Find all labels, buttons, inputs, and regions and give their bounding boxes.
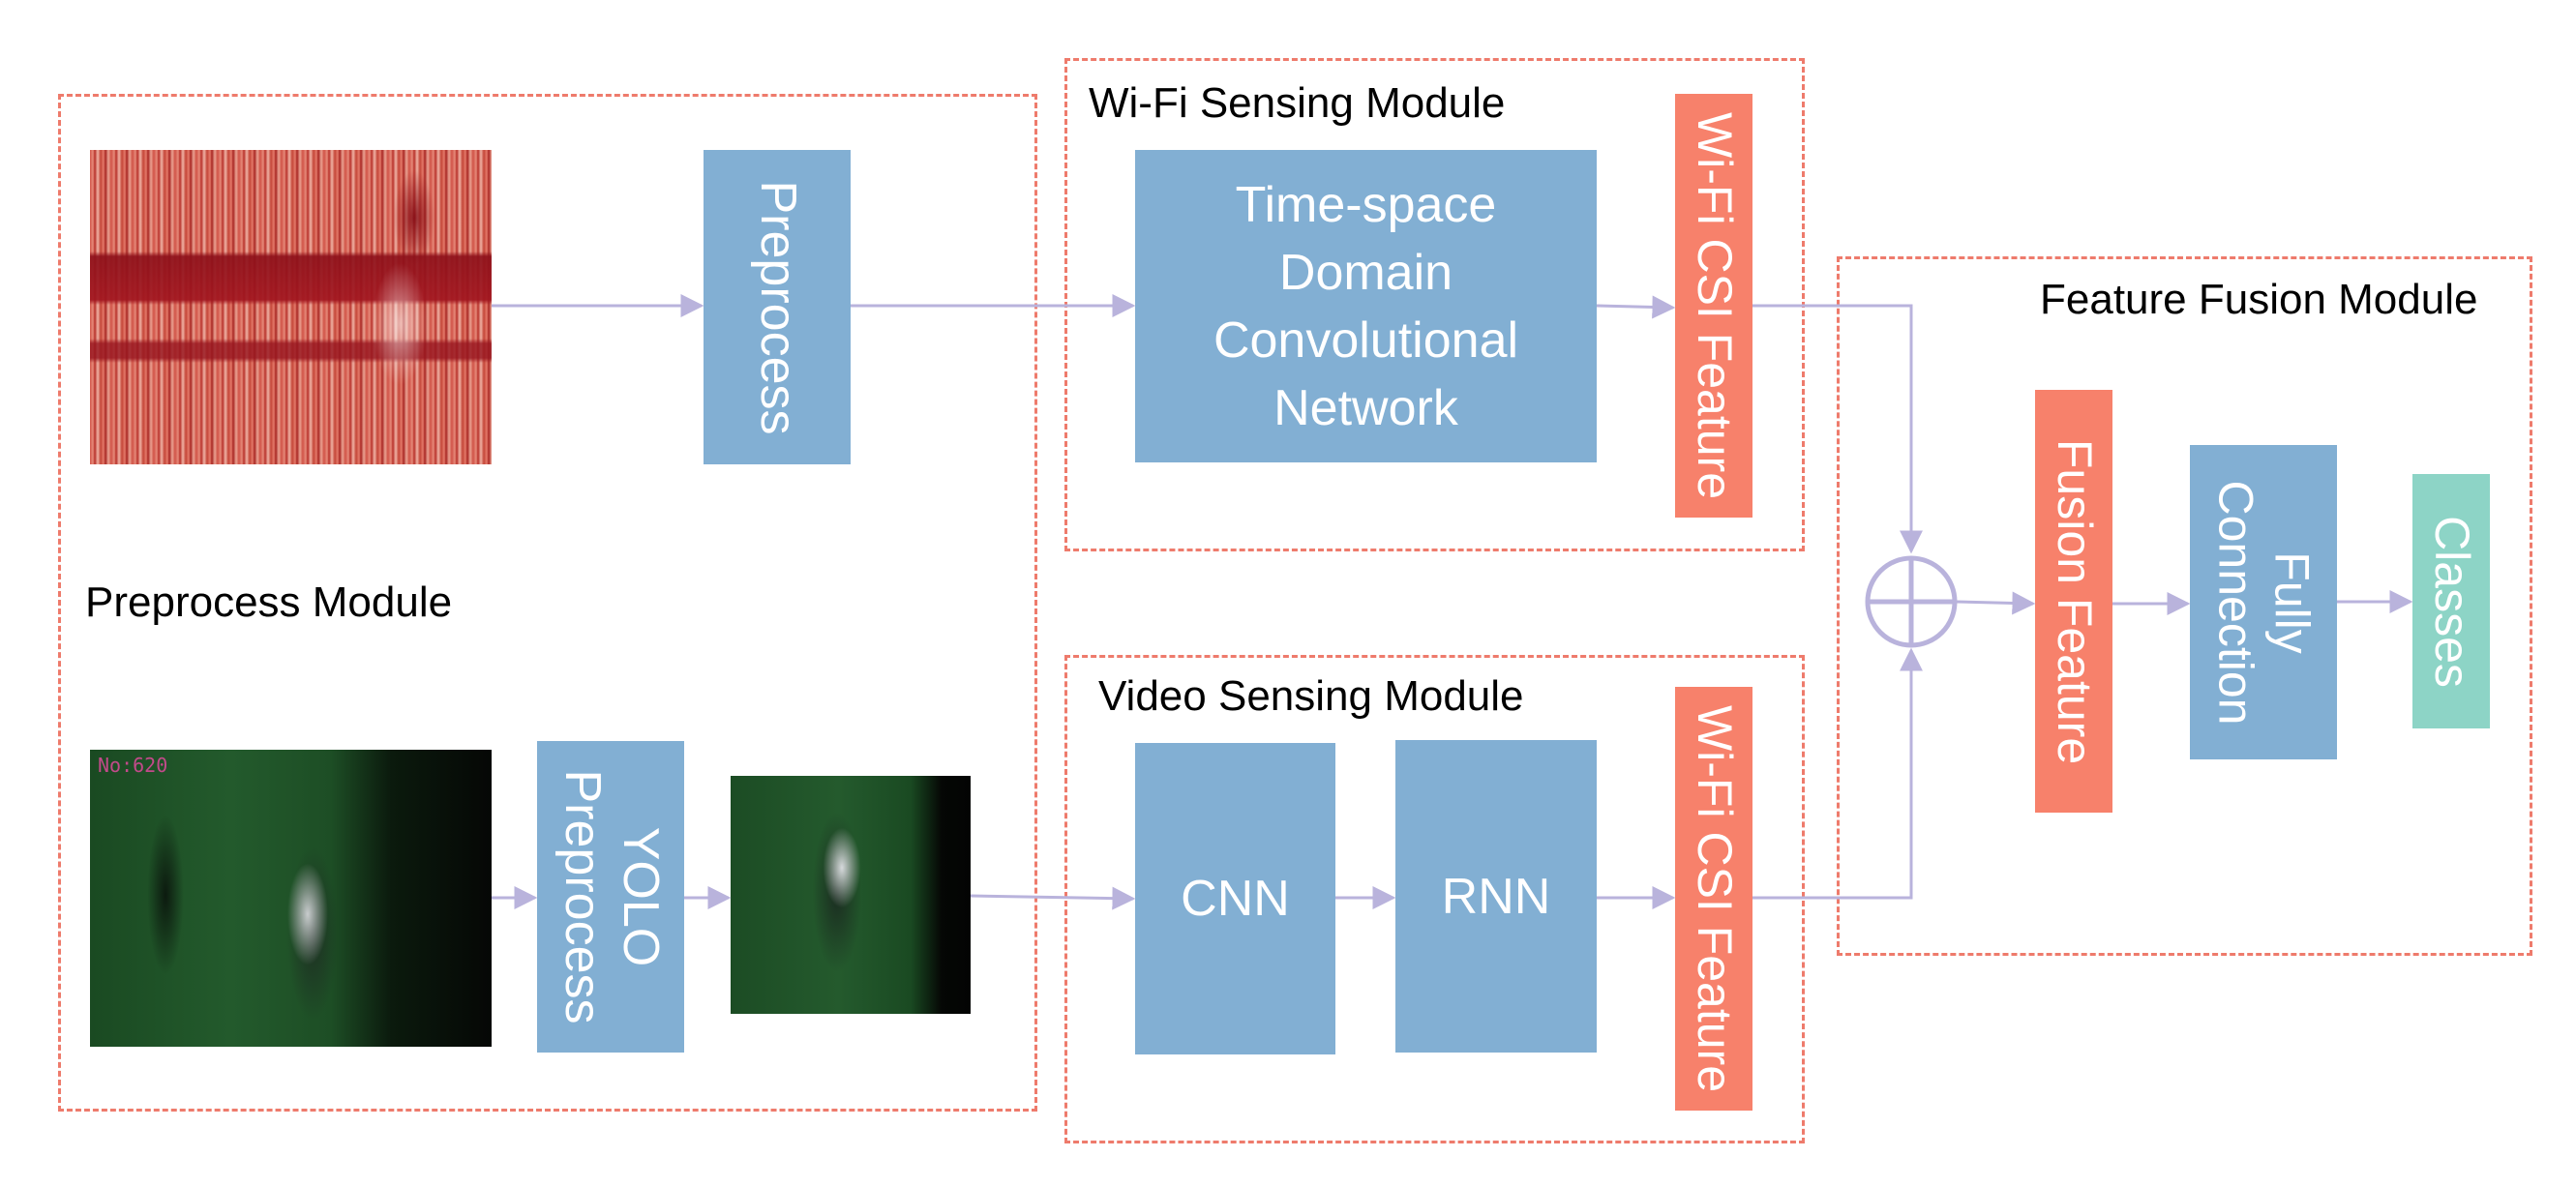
- cnn-block: CNN: [1135, 743, 1335, 1054]
- wire-wifi-feature-to-fusion: [1752, 304, 1923, 554]
- wifi-sensing-module-title: Wi-Fi Sensing Module: [1089, 79, 1506, 127]
- preprocess-block: Preprocess: [704, 150, 851, 464]
- csi-heatmap-image: [90, 150, 492, 464]
- time-space-cnn-block: Time-space Domain Convolutional Network: [1135, 150, 1597, 462]
- rnn-block: RNN: [1395, 740, 1597, 1053]
- video-csi-feature-block: Wi-Fi CSI Feature: [1675, 687, 1752, 1111]
- arrow-crop-to-cnn: [970, 886, 1136, 910]
- rnn-label: RNN: [1441, 868, 1551, 925]
- fully-connection-block: Fully Connection: [2190, 445, 2337, 759]
- fusion-add-icon: [1865, 555, 1958, 648]
- wire-video-feature-to-fusion: [1752, 647, 1923, 900]
- feature-fusion-module-frame: [1837, 256, 2532, 956]
- preprocess-module-frame: [58, 94, 1037, 1112]
- video-sensing-module-title: Video Sensing Module: [1098, 672, 1524, 720]
- wifi-csi-feature-block: Wi-Fi CSI Feature: [1675, 94, 1752, 518]
- arrow-tscn-to-wifi-feature: [1596, 295, 1676, 319]
- time-space-cnn-label: Time-space Domain Convolutional Network: [1213, 176, 1519, 436]
- arrow-fusion-op-to-fusion-feature: [1956, 591, 2036, 615]
- yolo-preprocess-block: YOLO Preprocess: [537, 741, 684, 1053]
- cropped-person-image: [731, 776, 971, 1014]
- frame-counter-label: No:620: [98, 754, 168, 777]
- fusion-feature-block: Fusion Feature: [2035, 390, 2112, 813]
- preprocess-module-title: Preprocess Module: [85, 579, 453, 626]
- video-frame-image: No:620: [90, 750, 492, 1047]
- cnn-label: CNN: [1181, 871, 1290, 927]
- classes-block: Classes: [2412, 474, 2490, 728]
- feature-fusion-module-title: Feature Fusion Module: [2040, 276, 2478, 323]
